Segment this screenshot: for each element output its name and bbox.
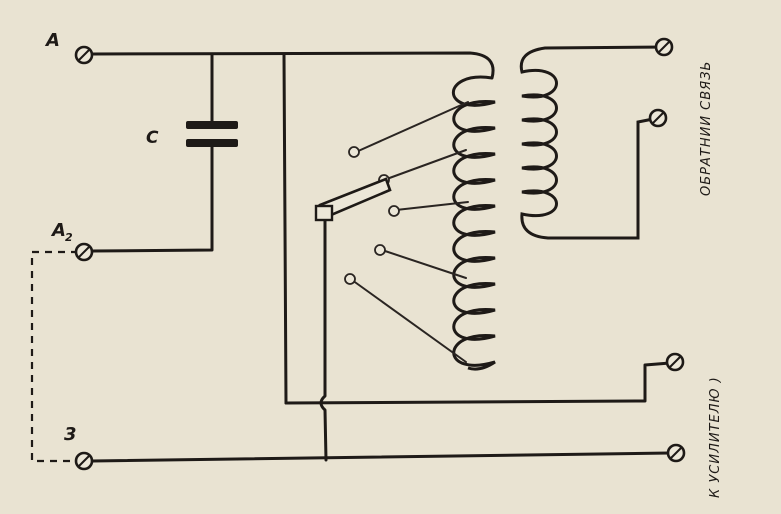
tap-lead-5 — [351, 279, 467, 363]
label-terminal-ground: 3 — [64, 424, 77, 445]
switch-contact-5 — [344, 273, 356, 285]
label-feedback: ОБРАТНИИ СВЯЗЬ — [699, 61, 714, 196]
primary-coil — [452, 75, 496, 371]
secondary-coil — [519, 45, 669, 240]
amplifier-upper-wire — [284, 361, 672, 405]
terminal-feedback-1[interactable] — [654, 37, 674, 57]
capacitor-plate-top — [186, 121, 238, 129]
terminal-a[interactable] — [74, 45, 94, 65]
switch-contact-1 — [348, 146, 360, 158]
tap-lead-4 — [381, 249, 467, 279]
top-bus-wire — [90, 51, 495, 80]
capacitor-lower-lead — [90, 144, 214, 253]
left-vertical-bus — [282, 53, 288, 405]
dashed-jumper — [30, 250, 78, 463]
tap-lead-2 — [383, 149, 467, 181]
terminal-amplifier-2[interactable] — [666, 443, 686, 463]
capacitor-plate-bottom — [186, 139, 238, 147]
tap-lead-1 — [355, 101, 469, 153]
wiper-lead — [319, 215, 328, 462]
switch-contact-3 — [388, 205, 400, 217]
label-terminal-a: A — [44, 30, 60, 51]
switch-contact-4 — [374, 244, 386, 256]
ground-line — [90, 451, 672, 463]
label-capacitor: C — [146, 128, 159, 148]
label-amplifier: К УСИЛИТЕЛЮ ) — [708, 376, 723, 498]
terminal-ground[interactable] — [74, 451, 94, 471]
terminal-a2[interactable] — [74, 242, 94, 262]
terminal-feedback-2[interactable] — [648, 108, 668, 128]
label-terminal-a2-subscript: 2 — [65, 231, 73, 244]
tap-lead-3 — [395, 201, 469, 211]
switch-pivot — [314, 204, 334, 222]
terminal-amplifier-1[interactable] — [665, 352, 685, 372]
label-terminal-a2: A — [50, 220, 66, 241]
